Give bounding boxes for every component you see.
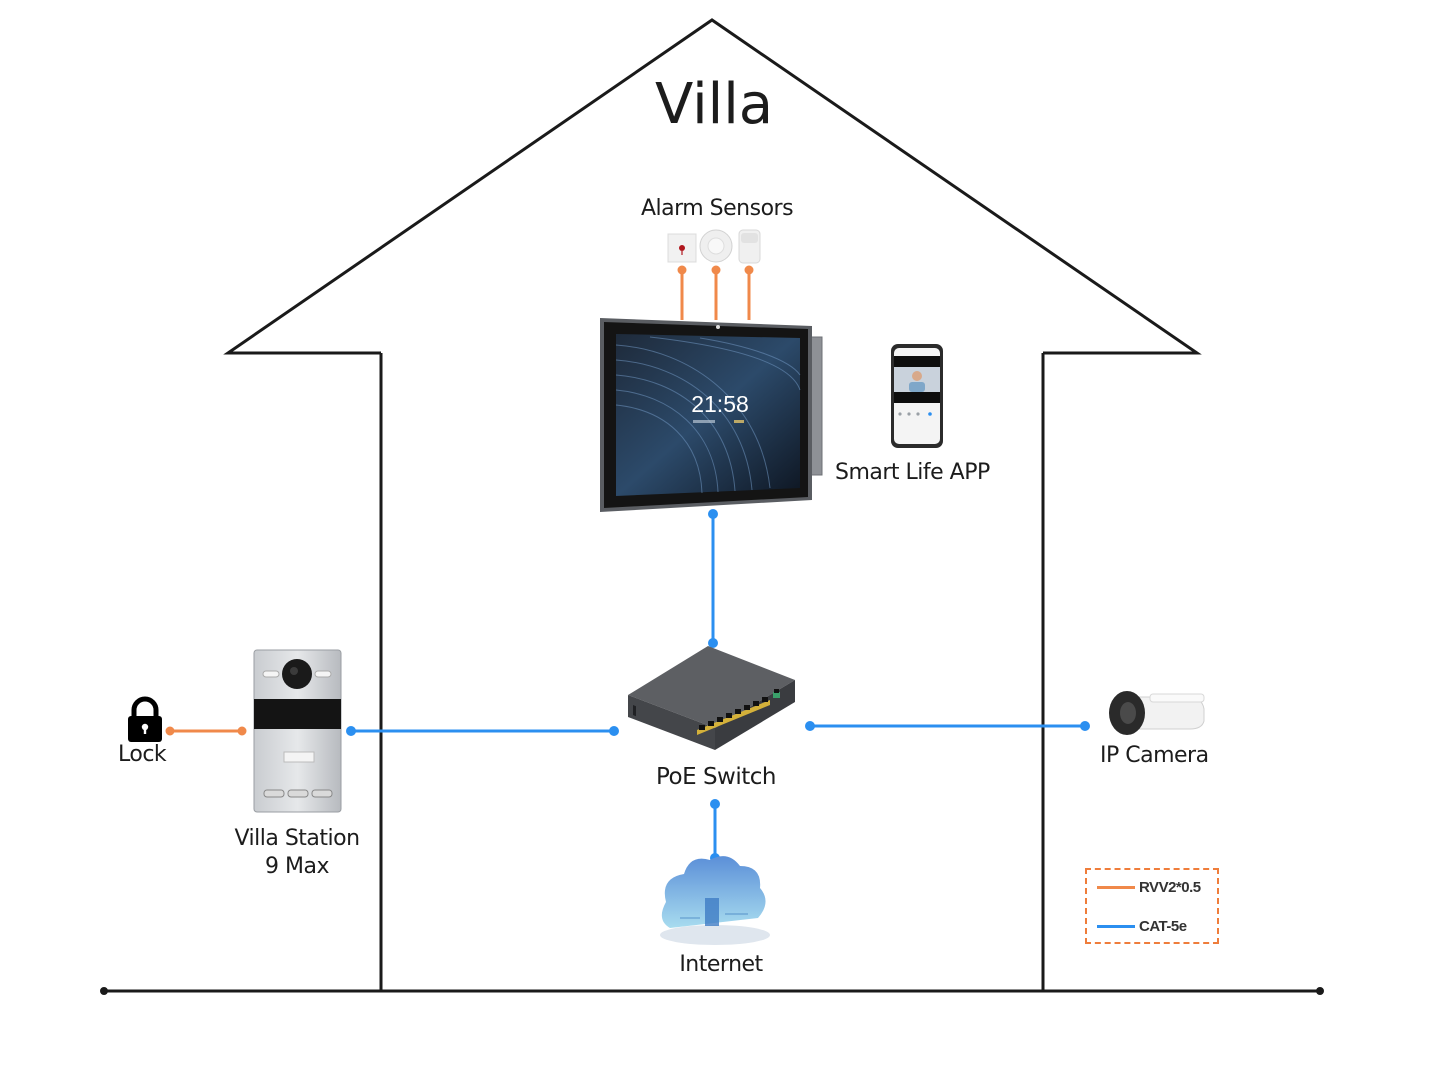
legend-swatch-cat5e <box>1097 925 1135 928</box>
roof-line <box>223 18 1202 355</box>
villa-station-label-line1: Villa Station <box>234 826 360 851</box>
cable-legend: RVV2*0.5 CAT-5e <box>1085 868 1219 944</box>
lock-label: Lock <box>118 742 167 767</box>
alarm-sensors-label: Alarm Sensors <box>640 196 794 221</box>
villa-station-device[interactable] <box>253 649 342 813</box>
ip-camera-label: IP Camera <box>1100 743 1209 768</box>
rvv-wires <box>165 265 754 736</box>
legend-item-rvv: RVV2*0.5 <box>1097 879 1201 896</box>
pir-sensor-icon <box>738 229 761 264</box>
alarm-sensors[interactable] <box>667 229 761 264</box>
villa-station-label-line2: 9 Max <box>265 854 329 879</box>
switch-ports <box>697 689 780 735</box>
monitor-clock: 21:58 <box>691 391 749 417</box>
house-outline <box>100 18 1324 995</box>
poe-switch-label: PoE Switch <box>655 764 777 790</box>
internet-cloud-icon[interactable] <box>660 856 770 945</box>
legend-swatch-rvv <box>1097 886 1135 889</box>
smartphone-icon[interactable] <box>891 344 943 448</box>
legend-item-cat5e: CAT-5e <box>1097 918 1187 935</box>
smoke-detector-icon <box>699 229 733 263</box>
emergency-button-icon <box>667 233 697 263</box>
ip-camera-icon[interactable] <box>1109 691 1205 735</box>
smart-life-app-label: Smart Life APP <box>835 460 990 485</box>
legend-label-cat5e: CAT-5e <box>1139 918 1187 935</box>
indoor-monitor[interactable]: 21:58 <box>600 318 823 512</box>
page-title: Villa <box>655 72 774 137</box>
lock-icon[interactable] <box>128 696 162 742</box>
internet-label: Internet <box>679 952 763 977</box>
legend-label-rvv: RVV2*0.5 <box>1139 879 1201 896</box>
poe-switch[interactable] <box>628 646 795 750</box>
cat5e-wires <box>346 509 1090 863</box>
